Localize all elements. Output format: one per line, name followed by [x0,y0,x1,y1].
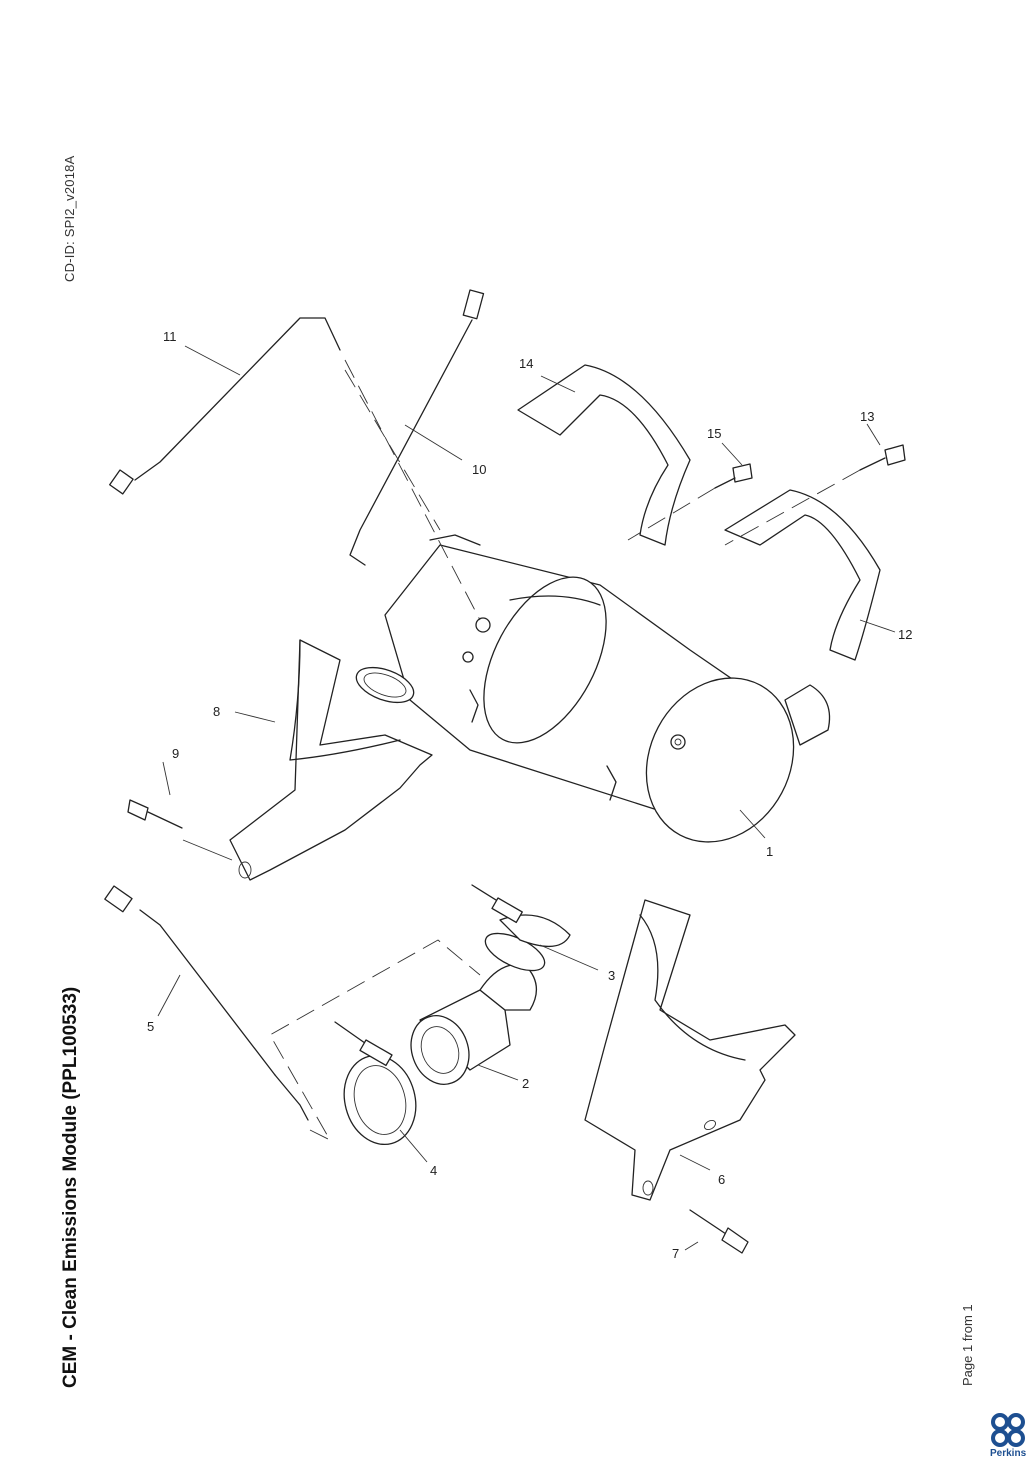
callout-13: 13 [860,409,874,424]
callout-2: 2 [522,1076,529,1091]
brand-name: Perkins [990,1448,1027,1459]
callout-10: 10 [472,462,486,477]
part-15-bolt [627,463,753,541]
part-11-sensor-cable [109,317,481,621]
callout-7: 7 [672,1246,679,1261]
perkins-logo-icon [991,1413,1025,1447]
callout-9: 9 [172,746,179,761]
part-7-bolt [689,1209,749,1254]
callout-15: 15 [707,426,721,441]
callout-6: 6 [718,1172,725,1187]
callout-labels: 1 2 3 4 5 6 7 8 9 10 11 12 13 14 15 [147,329,912,1261]
part-6-bracket [584,899,796,1201]
leader-lines [157,345,896,1251]
part-12-strap [724,489,881,661]
callout-3: 3 [608,968,615,983]
part-5-temperature-sensor [104,885,481,1142]
callout-1: 1 [766,844,773,859]
callout-4: 4 [430,1163,437,1178]
part-3-sensor-gasket [471,884,571,947]
callout-11: 11 [163,329,177,344]
part-4-v-band-clamp [334,1021,417,1146]
part-14-strap [517,364,691,546]
part-8-bracket [229,639,433,881]
callout-5: 5 [147,1019,154,1034]
callout-14: 14 [519,356,533,371]
part-9-bolt [127,799,183,829]
part-1-clean-emissions-module [355,534,831,843]
part-10-sensor-cable [344,289,485,566]
part-2-elbow-connector [410,932,546,1085]
callout-8: 8 [213,704,220,719]
part-13-bolt [724,444,906,546]
callout-12: 12 [898,627,912,642]
